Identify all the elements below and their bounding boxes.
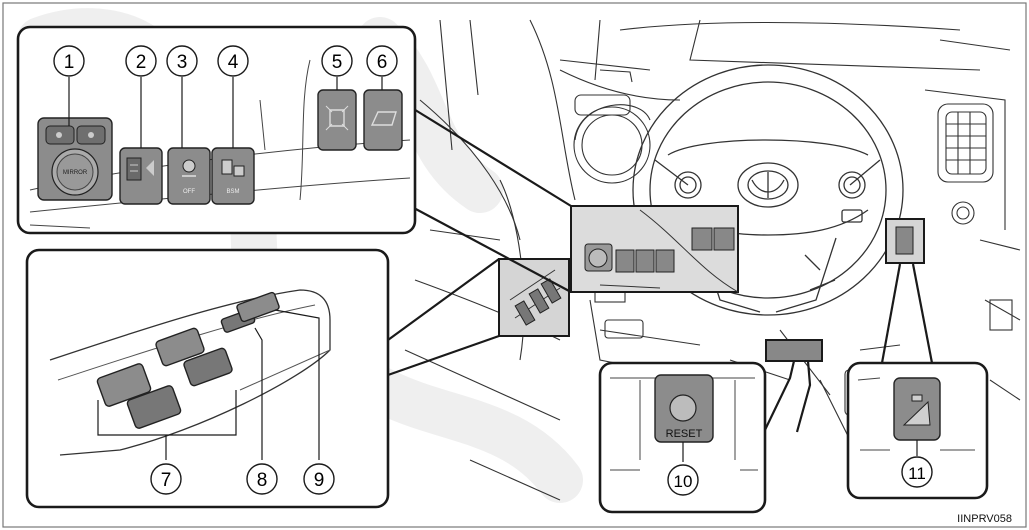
callout-8-label: 8 <box>257 470 268 491</box>
car-interior-lineart <box>404 19 1021 501</box>
callout-8: 8 <box>246 463 278 495</box>
inset-reset-switch: RESET 10 <box>598 361 767 514</box>
dash-switch-highlight <box>570 205 739 293</box>
callout-3: 3 <box>166 45 198 77</box>
switch-6 <box>363 89 403 151</box>
callout-7: 7 <box>150 463 182 495</box>
reset-label: RESET <box>666 428 703 440</box>
callout-11: 11 <box>901 456 933 488</box>
callout-1-label: 1 <box>64 52 75 73</box>
callout-6-label: 6 <box>377 52 388 73</box>
door-lock-switch <box>236 291 280 323</box>
callout-1: 1 <box>53 45 85 77</box>
callout-4-label: 4 <box>228 52 239 73</box>
off-label: OFF <box>183 189 195 195</box>
callout-9-label: 9 <box>314 470 325 491</box>
callout-6: 6 <box>366 45 398 77</box>
inset-window-switches: 7 8 9 <box>25 248 390 509</box>
callout-3-label: 3 <box>177 52 188 73</box>
mirror-label: MIRROR <box>63 170 88 176</box>
callout-9: 9 <box>303 463 335 495</box>
callout-4: 4 <box>217 45 249 77</box>
switch-4: BSM <box>211 147 255 205</box>
switch-5 <box>317 89 357 151</box>
window-switch-rear <box>155 327 233 387</box>
reset-switch: RESET <box>654 374 714 443</box>
bsm-label: BSM <box>226 189 239 195</box>
switch-2 <box>119 147 163 205</box>
steering-wheel <box>632 64 904 316</box>
inset-right-switch: 11 <box>846 361 989 500</box>
inset-dash-switches: MIRROR OFF BSM <box>16 25 417 235</box>
reset-switch-highlight <box>765 339 823 362</box>
callout-10-label: 10 <box>674 472 693 491</box>
hill-switch <box>893 377 941 441</box>
callout-10: 10 <box>667 464 699 496</box>
figure-code: IINPRV058 <box>957 513 1012 525</box>
callout-connectors <box>387 107 934 433</box>
callout-7-label: 7 <box>161 470 172 491</box>
callout-5-label: 5 <box>332 52 343 73</box>
callout-11-label: 11 <box>908 464 926 483</box>
callout-5: 5 <box>321 45 353 77</box>
callout-2: 2 <box>125 45 157 77</box>
right-switch-highlight <box>885 218 925 264</box>
window-switch-front <box>96 363 182 429</box>
mirror-switch: MIRROR <box>37 117 113 201</box>
door-switch-highlight <box>498 258 570 337</box>
callout-2-label: 2 <box>136 52 147 73</box>
switch-3: OFF <box>167 147 211 205</box>
